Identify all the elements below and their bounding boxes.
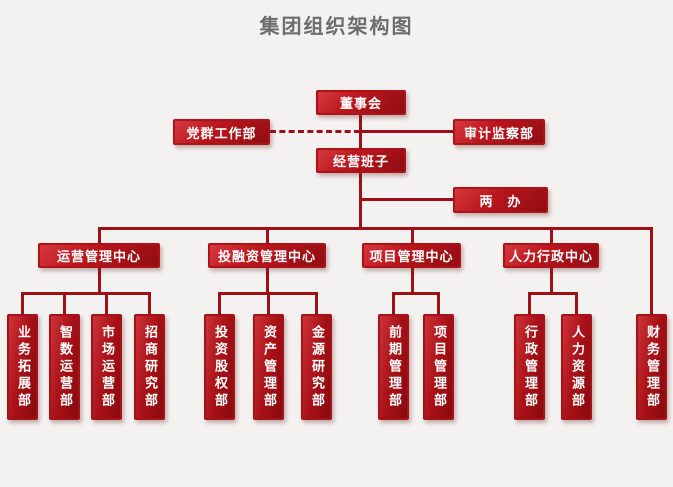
connector-dept-drop (392, 292, 395, 314)
node-human-resources-dept: 人力资源部 (561, 314, 592, 420)
connector-distribution (99, 227, 653, 230)
connector-dept-drop (267, 292, 270, 314)
connector-exec-trunk (359, 173, 362, 230)
connector-dept-drop (63, 292, 66, 314)
connector-drop-center-3 (550, 227, 553, 243)
connector-drop-center-1 (266, 227, 269, 243)
node-operations-center: 运营管理中心 (38, 243, 160, 268)
node-smart-data-operations-dept: 智数运营部 (49, 314, 80, 420)
connector-dept-drop (148, 292, 151, 314)
node-party-work-dept: 党群工作部 (173, 119, 270, 145)
node-admin-management-dept: 行政管理部 (514, 314, 545, 420)
node-two-offices: 两 办 (453, 187, 548, 213)
node-project-management-dept: 项目管理部 (423, 314, 454, 420)
node-capital-research-dept: 金源研究部 (301, 314, 332, 420)
node-asset-management-dept: 资产管理部 (253, 314, 284, 420)
node-market-operations-dept: 市场运营部 (91, 314, 122, 420)
connector-audit (360, 130, 453, 133)
connector-dept-drop (218, 292, 221, 314)
connector-rail-3 (528, 292, 578, 295)
node-investment-financing-center: 投融资管理中心 (208, 243, 326, 268)
connector-party-dashed (270, 130, 360, 133)
node-merchant-research-dept: 招商研究部 (134, 314, 165, 420)
node-finance-management-dept: 财务管理部 (636, 314, 667, 420)
node-early-stage-management-dept: 前期管理部 (378, 314, 409, 420)
connector-stem-1 (266, 268, 269, 295)
connector-stem-2 (411, 268, 414, 295)
connector-rail-0 (21, 292, 151, 295)
connector-dept-drop (105, 292, 108, 314)
page-title: 集团组织架构图 (259, 14, 414, 38)
connector-dept-drop (315, 292, 318, 314)
connector-drop-center-2 (411, 227, 414, 243)
connector-dept-drop (528, 292, 531, 314)
connector-drop-finance (650, 227, 653, 314)
node-investment-equity-dept: 投资股权部 (204, 314, 235, 420)
connector-dept-drop (575, 292, 578, 314)
node-project-center: 项目管理中心 (362, 243, 461, 268)
connector-rail-2 (392, 292, 440, 295)
node-executive-team: 经营班子 (316, 148, 406, 173)
node-board: 董事会 (316, 90, 406, 115)
node-hr-admin-center: 人力行政中心 (503, 243, 599, 268)
connector-drop-center-0 (98, 227, 101, 243)
connector-stem-0 (98, 268, 101, 295)
connector-dept-drop (437, 292, 440, 314)
node-business-development-dept: 业务拓展部 (7, 314, 38, 420)
connector-dept-drop (21, 292, 24, 314)
node-audit-supervision-dept: 审计监察部 (453, 119, 545, 145)
connector-office-branch (360, 198, 454, 201)
connector-stem-3 (550, 268, 553, 295)
